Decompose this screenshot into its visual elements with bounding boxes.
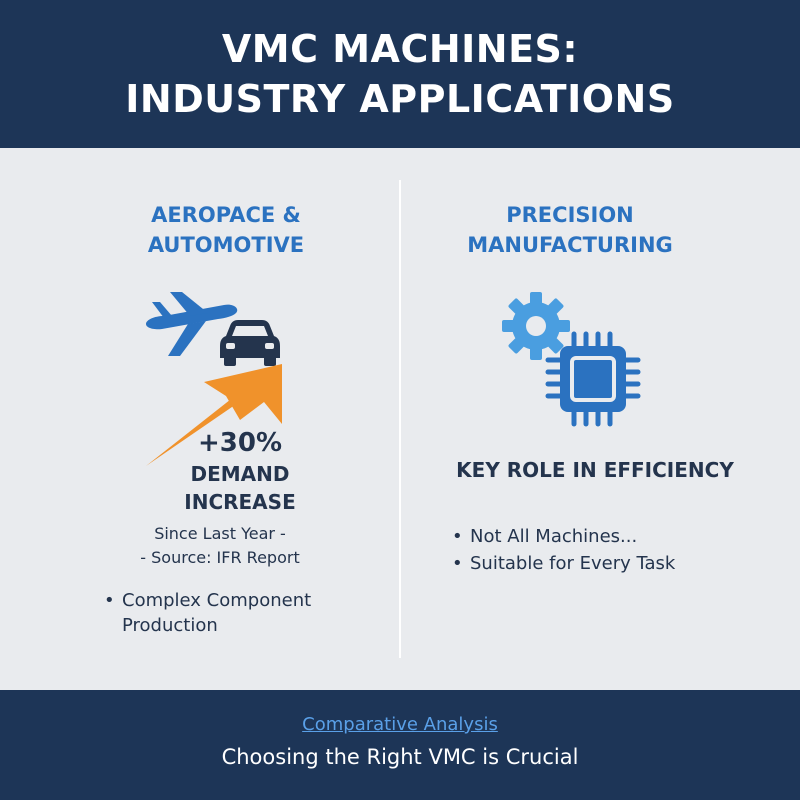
stat-source-note: Since Last Year - - Source: IFR Report	[120, 522, 320, 570]
right-title-line-2: MANUFACTURING	[467, 233, 673, 257]
page-title-line-1: VMC MACHINES:	[221, 27, 579, 71]
note-line-1: Since Last Year -	[154, 524, 286, 543]
bullet-dot-icon: •	[104, 590, 115, 611]
right-bullet-text-1: Not All Machines...	[470, 526, 638, 547]
microchip-icon	[544, 330, 642, 432]
left-column-title: AEROPACE & AUTOMOTIVE	[76, 200, 376, 260]
column-divider	[399, 180, 401, 658]
stat-label-line-2: INCREASE	[184, 490, 296, 514]
bullet-dot-icon: •	[452, 526, 463, 547]
note-line-2: - Source: IFR Report	[140, 548, 300, 567]
stat-value: +30%	[197, 428, 283, 458]
left-title-line-1: AEROPACE &	[151, 203, 301, 227]
footer-banner	[0, 690, 800, 800]
right-title-line-1: PRECISION	[506, 203, 634, 227]
right-column-title: PRECISION MANUFACTURING	[420, 200, 720, 260]
demand-stat: +30% DEMAND INCREASE	[150, 426, 330, 516]
growth-arrow-icon	[144, 362, 284, 472]
comparative-analysis-link-row: Comparative Analysis	[0, 712, 800, 738]
footer-tagline: Choosing the Right VMC is Crucial	[221, 745, 579, 769]
left-bullet-item: • Complex Component Production	[104, 588, 364, 638]
gear-icon	[500, 290, 572, 366]
airplane-icon	[140, 288, 240, 364]
left-bullet-line-2: Production	[122, 615, 218, 636]
right-bullet-item-1: • Not All Machines...	[452, 524, 752, 549]
key-role-heading: KEY ROLE IN EFFICIENCY	[456, 458, 734, 482]
right-bullet-item-2: • Suitable for Every Task	[452, 551, 752, 576]
header-banner: VMC MACHINES: INDUSTRY APPLICATIONS	[0, 0, 800, 148]
page-title-line-2: INDUSTRY APPLICATIONS	[125, 77, 675, 121]
left-title-line-2: AUTOMOTIVE	[147, 233, 305, 257]
bullet-dot-icon: •	[452, 553, 463, 574]
comparative-analysis-link[interactable]: Comparative Analysis	[302, 714, 498, 735]
stat-label-line-1: DEMAND	[190, 462, 290, 486]
left-bullet-line-1: Complex Component	[122, 590, 312, 611]
car-icon	[218, 318, 282, 372]
right-bullet-text-2: Suitable for Every Task	[470, 553, 676, 574]
